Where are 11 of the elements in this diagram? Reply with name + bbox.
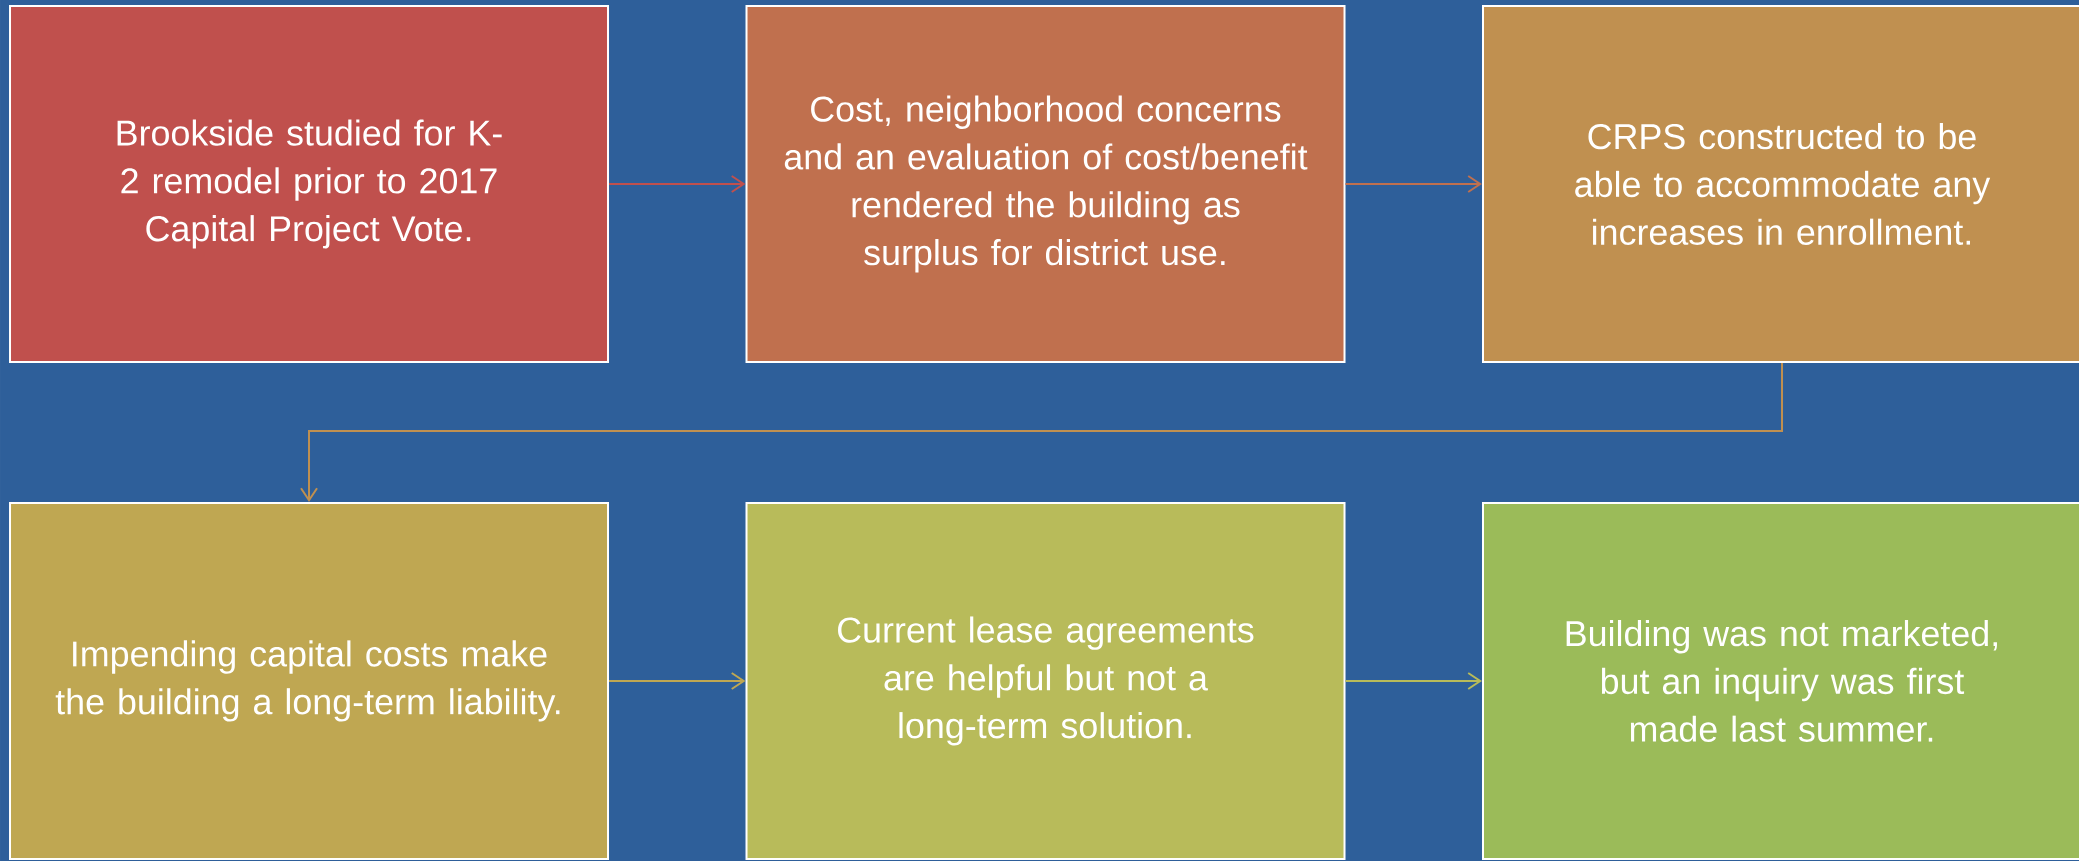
arrow [608,672,746,690]
process-box: Current lease agreements are helpful but not a long-term solution. [745,502,1346,860]
process-box: CRPS constructed to be able to accommodate any increases in enrollment. [1482,5,2079,363]
process-box: Impending capital costs make the building a long-term liability. [9,502,609,860]
arrow [1344,672,1482,690]
arrow [300,362,1783,502]
arrow [608,175,746,193]
arrow [1344,175,1482,193]
process-box: Cost, neighborhood concerns and an evaluation of cost/benefit rendered the building as surplus for district use. [745,5,1346,363]
process-box: Brookside studied for K-2 remodel prior to 2017 Capital Project Vote. [9,5,609,363]
process-box: Building was not marketed, but an inquiry was first made last summer. [1482,502,2079,860]
